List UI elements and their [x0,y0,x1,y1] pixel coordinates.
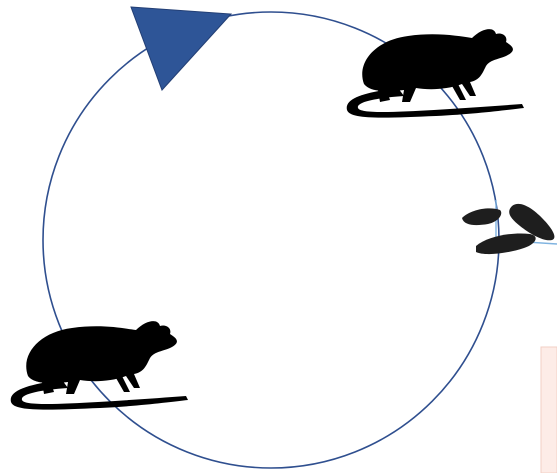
rat-icon [347,29,524,118]
feces-pellets-icon [462,204,554,254]
arrowhead-icon [131,7,231,90]
rat-icon [11,321,188,410]
partial-text-box [541,347,557,473]
